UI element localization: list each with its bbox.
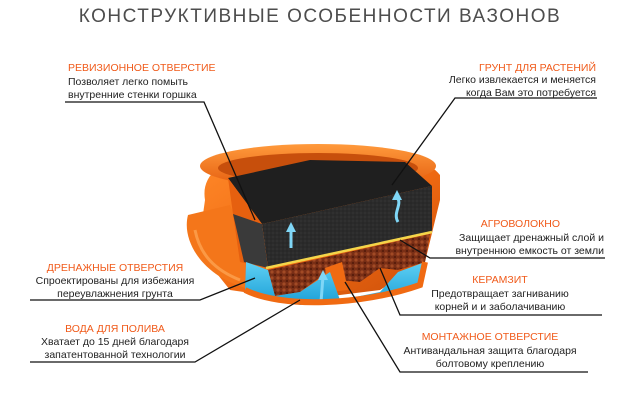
claydite-desc-1: Предотвращает загниванию — [431, 288, 569, 300]
soil-title: Грунт для растений — [479, 62, 596, 74]
drainage-desc-2: переувлажнения грунта — [57, 288, 173, 300]
mounting-desc-2: болтовому креплению — [435, 358, 545, 370]
leader-watering — [30, 299, 301, 363]
claydite-title: Керамзит — [472, 274, 528, 286]
drainage-title: Дренажные отверстия — [46, 262, 184, 274]
leader-soil — [391, 97, 597, 186]
inspection-title: Ревизионное отверстие — [68, 62, 216, 74]
watering-desc-2: запатентованной технологии — [44, 349, 186, 361]
soil-desc-1: Легко извлекается и меняется — [448, 74, 596, 86]
leader-drainage — [30, 277, 256, 301]
agrofiber-desc-2: внутреннюю емкость от земли — [455, 245, 604, 257]
claydite-desc-2: корней и и заболачиванию — [434, 301, 566, 313]
leader-claydite — [379, 267, 602, 316]
inspection-desc-1: Позволяет легко помыть — [68, 76, 189, 88]
mounting-title: Монтажное отверстие — [421, 331, 559, 343]
watering-title: Вода для полива — [65, 323, 165, 335]
watering-desc-1: Хватает до 15 дней благодаря — [41, 336, 189, 348]
drainage-desc-1: Спроектированы для избежания — [35, 275, 195, 287]
leader-lines — [30, 97, 605, 373]
mounting-desc-1: Антивандальная защита благодаря — [403, 345, 577, 357]
agrofiber-title: Агроволокно — [480, 218, 560, 230]
inspection-desc-2: внутренние стенки горшка — [68, 89, 197, 101]
page-title: КОНСТРУКТИВНЫЕ ОСОБЕННОСТИ ВАЗОНОВ — [78, 6, 562, 27]
leader-inspection — [65, 101, 256, 221]
agrofiber-desc-1: Защищает дренажный слой и — [459, 232, 604, 244]
leader-mounting — [344, 281, 588, 373]
leader-agrofiber — [399, 239, 605, 259]
soil-desc-2: когда Вам это потребуется — [465, 87, 596, 99]
pot-cutaway — [228, 160, 433, 306]
